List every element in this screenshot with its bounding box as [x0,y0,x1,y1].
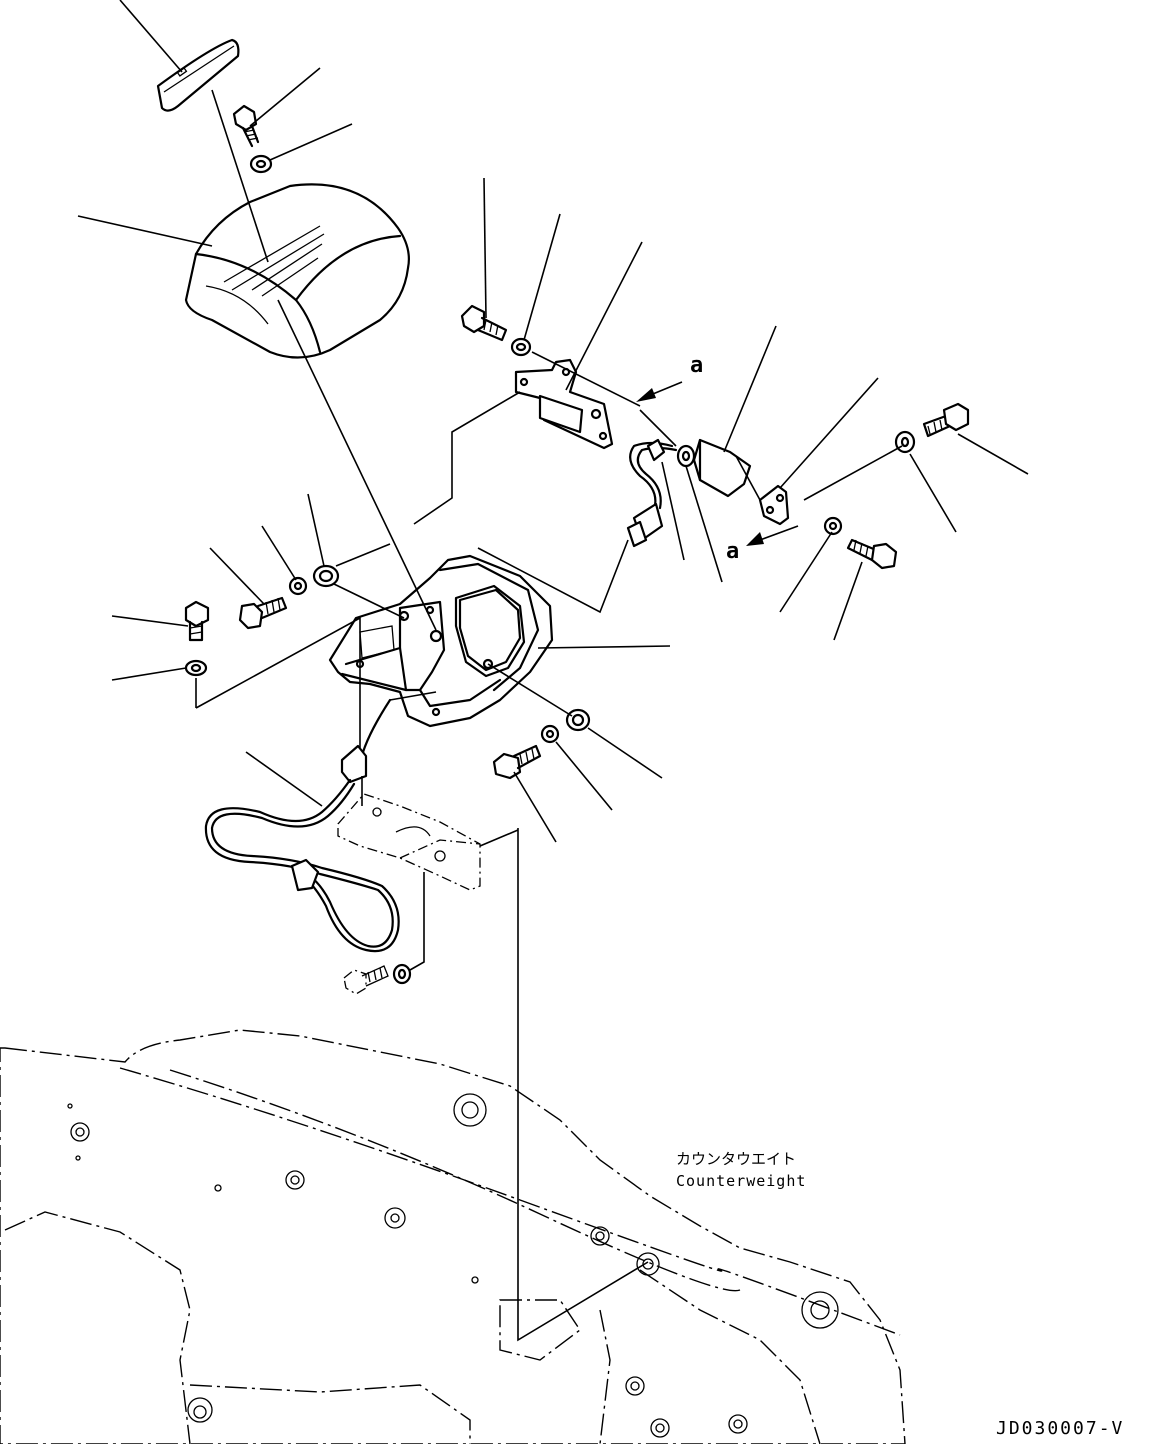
bolt-left-vertical [184,600,210,642]
view-label-lower: a [726,539,739,564]
washer-top [249,154,273,174]
grommet-right [565,708,591,732]
leader-lines [77,0,1029,843]
washer-bracket [510,337,532,357]
view-label-upper: a [690,353,703,378]
view-arrow-upper [636,381,683,402]
bolt-top [232,104,260,148]
washer-right-lower [823,516,843,536]
view-arrow-lower [746,525,799,546]
counterweight-outline [0,1029,906,1445]
bolt-right-upper [922,402,970,438]
washer-right-mid [540,724,560,744]
washer-left-lower [184,659,208,677]
lamp-housing [328,554,554,728]
bolt-bracket [460,304,508,342]
counterweight-label-en: Counterweight [676,1172,806,1190]
washer-bottom [392,963,412,985]
bolt-right-lower [846,538,898,570]
bolt-bottom [343,965,389,995]
bolt-left-mid [238,596,288,630]
switch-harness [626,438,678,548]
reflector-plate [156,38,240,112]
washer-right [894,430,916,454]
counterweight-label-jp: カウンタウエイト [676,1150,796,1168]
lamp-bracket [514,358,614,450]
drawing-number: JD030007-V [996,1418,1124,1439]
switch-bracket [758,484,790,526]
lamp-harness [204,698,400,953]
mounting-bracket-phantom [337,793,481,891]
lamp-switch [676,438,752,498]
lamp-cover [184,183,410,359]
assembly-lines [195,89,903,1342]
washer-left [288,576,308,596]
bolt-lower-mid [492,744,542,780]
grommet-left [312,564,340,588]
